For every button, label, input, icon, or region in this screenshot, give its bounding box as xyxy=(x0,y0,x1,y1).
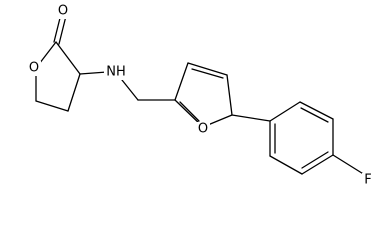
label-bg xyxy=(196,122,210,137)
bond-p2-p3-inner xyxy=(300,107,329,123)
amine-label: NH xyxy=(106,65,126,80)
bond-o-f2-inner xyxy=(179,101,200,122)
bond-c3-c2 xyxy=(55,41,81,75)
bond-f2-f3 xyxy=(174,62,189,101)
label-bg xyxy=(104,64,128,80)
bond-f3-f4-inner xyxy=(191,68,224,79)
bond-p4-p5-inner xyxy=(301,151,329,169)
chemical-structure: O O NH O F xyxy=(27,3,375,188)
label-bg xyxy=(27,61,41,76)
bond-n-ch2 xyxy=(121,79,139,101)
label-bg xyxy=(56,4,70,19)
bond-f4-f5 xyxy=(226,74,233,116)
bond-c3-n xyxy=(79,71,108,75)
ring-oxygen-label: O xyxy=(29,61,39,76)
lactone-ring xyxy=(35,13,81,112)
carbonyl-oxygen-label: O xyxy=(58,4,68,19)
bond-furan-phenyl xyxy=(231,114,271,122)
furan-oxygen-label: O xyxy=(198,122,208,137)
bond-f3-f4 xyxy=(187,62,228,76)
structure-canvas: O O NH O F xyxy=(27,3,375,188)
fluorophenyl-ring xyxy=(269,101,366,176)
bond-p4-f xyxy=(332,154,366,176)
amine-linker xyxy=(79,71,176,101)
fluorine-label: F xyxy=(364,173,371,188)
bond-c2-carbonyl-b xyxy=(58,15,67,45)
bond-p5-p6 xyxy=(269,155,303,175)
bond-c5-c4 xyxy=(35,100,69,112)
atom-labels: O O NH O F xyxy=(27,4,375,188)
bond-c4-c3 xyxy=(67,73,81,112)
bond-p2-p3 xyxy=(299,101,334,120)
furan-ring xyxy=(174,62,233,128)
bond-p1-p2 xyxy=(269,101,301,122)
label-bg xyxy=(362,173,375,188)
bond-p4-p5 xyxy=(301,154,334,175)
